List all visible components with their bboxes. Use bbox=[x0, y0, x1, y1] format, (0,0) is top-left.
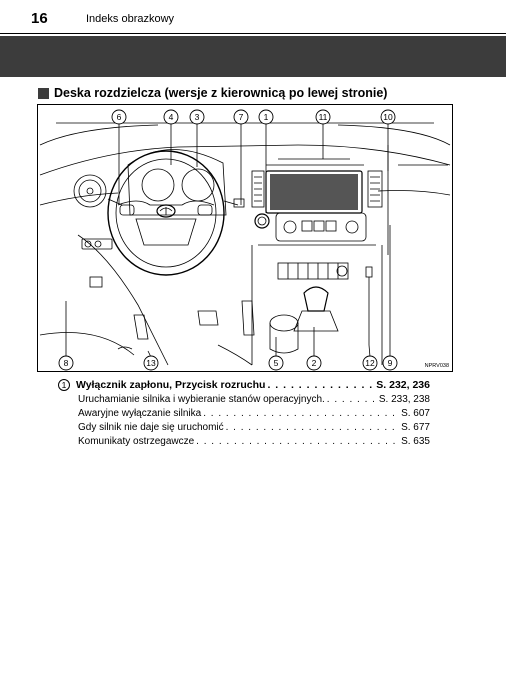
callout-11 bbox=[315, 109, 331, 125]
subentry: Gdy silnik nie daje się uruchomić S. 677 bbox=[58, 420, 430, 434]
callout-12-label: 12 bbox=[365, 358, 375, 368]
subentry-label: Komunikaty ostrzegawcze bbox=[78, 435, 195, 447]
dot-leader bbox=[226, 422, 399, 433]
subentry-label: Awaryjne wyłączanie silnika bbox=[78, 407, 202, 419]
callout-9 bbox=[382, 355, 398, 371]
callout-2 bbox=[306, 355, 322, 371]
callout-8 bbox=[58, 355, 74, 371]
callout-13 bbox=[143, 355, 159, 371]
callout-3-label: 3 bbox=[195, 112, 200, 122]
callout-13-label: 13 bbox=[146, 358, 156, 368]
callout-6-label: 6 bbox=[117, 112, 122, 122]
subentry: Komunikaty ostrzegawcze S. 635 bbox=[58, 434, 430, 448]
page-number: 16 bbox=[31, 10, 48, 27]
entry-number: 1 bbox=[58, 379, 70, 391]
dot-leader bbox=[327, 394, 377, 405]
callout-10 bbox=[380, 109, 396, 125]
header-rule bbox=[0, 33, 506, 34]
subentry-page-link[interactable]: S. 677 bbox=[401, 421, 430, 433]
dot-leader bbox=[267, 379, 374, 391]
dot-leader bbox=[203, 408, 399, 419]
callout-1 bbox=[258, 109, 274, 125]
subentry-page-link[interactable]: S. 635 bbox=[401, 435, 430, 447]
callout-10-label: 10 bbox=[383, 112, 393, 122]
index-entry-1: 1 Wyłącznik zapłonu, Przycisk rozruchu S… bbox=[58, 378, 430, 448]
callout-9-label: 9 bbox=[388, 358, 393, 368]
callout-7-label: 7 bbox=[239, 112, 244, 122]
section-title: Deska rozdzielcza (wersje z kierownicą p… bbox=[54, 86, 388, 100]
callout-1-label: 1 bbox=[264, 112, 269, 122]
callout-5-label: 5 bbox=[274, 358, 279, 368]
subentry-page-link[interactable]: S. 233, 238 bbox=[378, 393, 430, 405]
callout-5 bbox=[268, 355, 284, 371]
section-square-icon bbox=[38, 87, 49, 99]
callout-2-label: 2 bbox=[312, 358, 317, 368]
running-header: Indeks obrazkowy bbox=[86, 13, 175, 25]
subentry-page-link[interactable]: S. 607 bbox=[401, 407, 430, 419]
figure-code: NPRV038 bbox=[424, 363, 449, 369]
subentry-label: Uruchamianie silnika i wybieranie stanów… bbox=[78, 393, 325, 405]
callout-7 bbox=[233, 109, 249, 125]
dashboard-drawing: 6 4 3 7 1 11 10 8 13 5 2 12 9 bbox=[39, 109, 451, 371]
entry-heading: 1 Wyłącznik zapłonu, Przycisk rozruchu S… bbox=[58, 378, 430, 392]
callout-4-label: 4 bbox=[169, 112, 174, 122]
callout-6 bbox=[111, 109, 127, 125]
entry-page-link[interactable]: S. 232, 236 bbox=[376, 379, 430, 391]
dashboard-illustration: 6 4 3 7 1 11 10 8 13 5 2 12 9 NPRV038 bbox=[37, 104, 453, 372]
callout-12 bbox=[362, 355, 378, 371]
header-band bbox=[0, 36, 506, 77]
subentry: Uruchamianie silnika i wybieranie stanów… bbox=[58, 392, 430, 406]
callout-11-label: 11 bbox=[319, 112, 328, 122]
callout-4 bbox=[163, 109, 179, 125]
section-heading: Deska rozdzielcza (wersje z kierownicą p… bbox=[38, 86, 387, 100]
subentry: Awaryjne wyłączanie silnika S. 607 bbox=[58, 406, 430, 420]
callout-3 bbox=[189, 109, 205, 125]
entry-title: Wyłącznik zapłonu, Przycisk rozruchu bbox=[76, 379, 266, 391]
callout-8-label: 8 bbox=[64, 358, 69, 368]
subentry-label: Gdy silnik nie daje się uruchomić bbox=[78, 421, 224, 433]
dot-leader bbox=[196, 436, 399, 447]
